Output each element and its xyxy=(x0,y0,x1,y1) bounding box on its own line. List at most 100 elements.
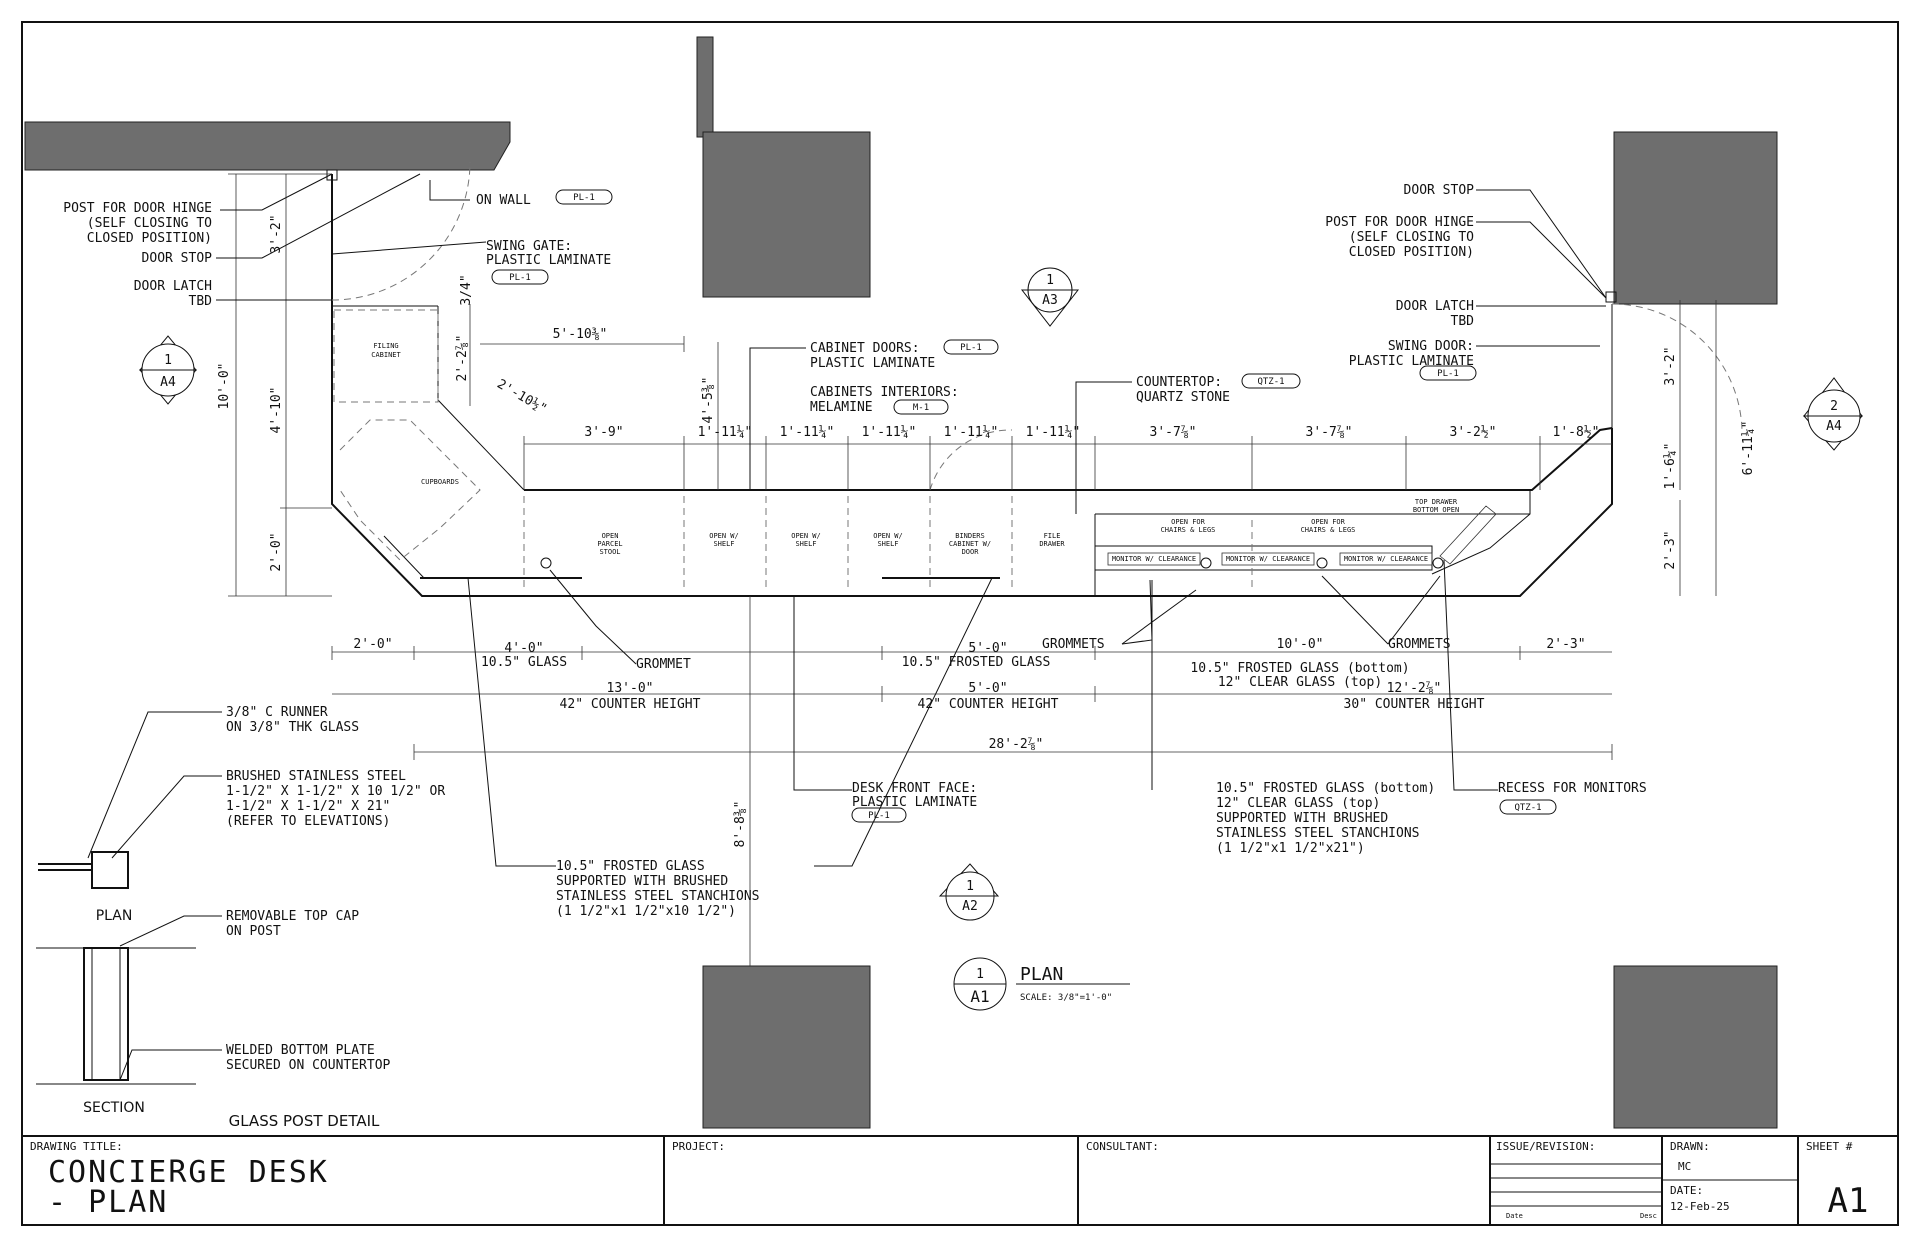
drawn-label: DRAWN: xyxy=(1670,1140,1710,1153)
issue-desc-col: Desc xyxy=(1640,1212,1657,1220)
date-value: 12-Feb-25 xyxy=(1670,1200,1730,1213)
tag-m1: M-1 xyxy=(913,403,929,413)
section-marker-a3: 1 A3 xyxy=(1020,267,1080,327)
dim-3-7-b: 3'-7⅞" xyxy=(1306,425,1353,440)
frosted-left-1: 10.5" FROSTED GLASS xyxy=(556,859,705,874)
grommet-4 xyxy=(1432,557,1444,569)
open-shelf-1b: SHELF xyxy=(713,540,734,548)
door-latch-right-2: TBD xyxy=(1451,314,1475,329)
removable-cap-2: ON POST xyxy=(226,924,281,939)
post-hinge-right-3: CLOSED POSITION) xyxy=(1349,245,1474,260)
post-hinge-left-2: (SELF CLOSING TO xyxy=(87,216,212,231)
open-parcel-label: OPEN xyxy=(602,532,619,540)
dim-2-0-v: 2'-0" xyxy=(269,532,284,571)
swing-gate-1: SWING GATE: xyxy=(486,239,572,254)
dim-8-8: 8'-8⅜" xyxy=(733,801,748,848)
dim-3-2-12: 3'-2½" xyxy=(1450,425,1497,440)
dim-3-2-left: 3'-2" xyxy=(269,214,284,253)
frosted-left-2: SUPPORTED WITH BRUSHED xyxy=(556,874,728,889)
wall-top-right xyxy=(1613,131,1778,305)
welded-plate-2: SECURED ON COUNTERTOP xyxy=(226,1058,391,1073)
melamine-label: MELAMINE xyxy=(810,400,873,415)
section-marker-a4-right: 2 A4 xyxy=(1802,377,1864,451)
door-stop-left: DOOR STOP xyxy=(142,251,213,266)
desk-front-face-2: PLASTIC LAMINATE xyxy=(852,795,977,810)
grommets-label-1: GROMMETS xyxy=(1042,637,1105,652)
desk-front-face-1: DESK FRONT FACE: xyxy=(852,781,977,796)
glass-post-detail xyxy=(36,851,196,1085)
marker-num: 1 xyxy=(164,353,172,368)
hinge-post-right xyxy=(1605,291,1617,303)
sheet-label: SHEET # xyxy=(1806,1140,1853,1153)
annotations: POST FOR DOOR HINGE (SELF CLOSING TO CLO… xyxy=(63,183,1646,1130)
brushed-steel-3: 1-1/2" X 1-1/2" X 21" xyxy=(226,799,390,814)
frosted-bottom-label: 10.5" FROSTED GLASS (bottom) xyxy=(1190,661,1409,676)
welded-plate-1: WELDED BOTTOM PLATE xyxy=(226,1043,375,1058)
open-parcel-label-2: PARCEL xyxy=(597,540,622,548)
date-label: DATE: xyxy=(1670,1184,1703,1197)
tag-pl1-cabinet: PL-1 xyxy=(960,343,982,353)
marker-num: 1 xyxy=(976,967,984,982)
grommet-label: GROMMET xyxy=(636,657,691,672)
open-shelf-1: OPEN W/ xyxy=(709,532,739,540)
post-hinge-left-3: CLOSED POSITION) xyxy=(87,231,212,246)
marker-num: 1 xyxy=(1046,273,1054,288)
monitor-label-1: MONITOR W/ CLEARANCE xyxy=(1112,555,1196,563)
desk-outline xyxy=(331,174,1613,597)
monitor-label-3: MONITOR W/ CLEARANCE xyxy=(1344,555,1428,563)
grommets-label-2: GROMMETS xyxy=(1388,637,1451,652)
project-label: PROJECT: xyxy=(672,1140,725,1153)
c-runner-1: 3/8" C RUNNER xyxy=(226,705,328,720)
wall-bottom-right xyxy=(1613,965,1778,1129)
frosted-left-3: STAINLESS STEEL STANCHIONS xyxy=(556,889,760,904)
marker-num: 2 xyxy=(1830,399,1838,414)
dim-6-11: 6'-11¼" xyxy=(1741,421,1756,476)
frosted-right-3: SUPPORTED WITH BRUSHED xyxy=(1216,811,1388,826)
counter-42a: 42" COUNTER HEIGHT xyxy=(560,697,701,712)
dim-10-0: 10'-0" xyxy=(217,363,232,410)
dim-1-11-d: 1'-11¼" xyxy=(944,425,999,440)
open-shelf-2: OPEN W/ xyxy=(791,532,821,540)
plan-title-marker: 1 A1 PLAN SCALE: 3/8"=1'-0" xyxy=(953,957,1130,1011)
consultant-label: CONSULTANT: xyxy=(1086,1140,1159,1153)
sheet-value: A1 xyxy=(1828,1181,1869,1221)
dim-13-0: 13'-0" xyxy=(607,681,654,696)
quartz-stone-label: QUARTZ STONE xyxy=(1136,390,1230,405)
dim-1-11-a: 1'-11¼" xyxy=(698,425,753,440)
frosted-left-4: (1 1/2"x1 1/2"x10 1/2") xyxy=(556,904,736,919)
marker-sheet: A1 xyxy=(970,987,989,1006)
frosted-right-2: 12" CLEAR GLASS (top) xyxy=(1216,796,1380,811)
glass-105-label: 10.5" GLASS xyxy=(481,655,567,670)
frosted-105-label: 10.5" FROSTED GLASS xyxy=(902,655,1051,670)
drawn-value: MC xyxy=(1678,1160,1691,1173)
open-shelf-3: OPEN W/ xyxy=(873,532,903,540)
clear-top-label: 12" CLEAR GLASS (top) xyxy=(1218,675,1382,690)
file-drawer-label-2: DRAWER xyxy=(1039,540,1065,548)
dim-10-0-h: 10'-0" xyxy=(1277,637,1324,652)
title-block: DRAWING TITLE: CONCIERGE DESK - PLAN PRO… xyxy=(21,1135,1899,1226)
detail-plan-label: PLAN xyxy=(96,908,133,924)
dim-2-10-12: 2'-10½" xyxy=(494,377,549,417)
dim-28-2: 28'-2⅞" xyxy=(989,737,1044,752)
drawing-title-label: DRAWING TITLE: xyxy=(30,1140,123,1153)
post-hinge-left-1: POST FOR DOOR HINGE xyxy=(63,201,212,216)
leader-lines xyxy=(87,173,1607,1081)
glass-post-detail-label: GLASS POST DETAIL xyxy=(229,1112,380,1130)
cupboards-label: CUPBOARDS xyxy=(421,478,459,486)
brushed-steel-1: BRUSHED STAINLESS STEEL xyxy=(226,769,406,784)
drawing-title-1: CONCIERGE DESK xyxy=(48,1155,329,1190)
frosted-right-4: STAINLESS STEEL STANCHIONS xyxy=(1216,826,1420,841)
tag-pl1-desk-front: PL-1 xyxy=(868,811,890,821)
wall-column-stub xyxy=(696,36,714,138)
frosted-right-5: (1 1/2"x1 1/2"x21") xyxy=(1216,841,1365,856)
dim-1-11-e: 1'-11¼" xyxy=(1026,425,1081,440)
detail-section-label: SECTION xyxy=(83,1100,145,1116)
dim-5-10-38: 5'-10⅜" xyxy=(553,327,608,342)
plan-title: PLAN xyxy=(1020,964,1063,985)
door-latch-left-1: DOOR LATCH xyxy=(134,279,212,294)
section-marker-a4-left: 1 A4 xyxy=(138,335,198,405)
dimension-lines xyxy=(228,173,1717,966)
issue-label: ISSUE/REVISION: xyxy=(1496,1140,1595,1153)
binders-label-3: DOOR xyxy=(962,548,980,556)
dim-2-2-78: 2'-2⅞" xyxy=(455,335,470,382)
